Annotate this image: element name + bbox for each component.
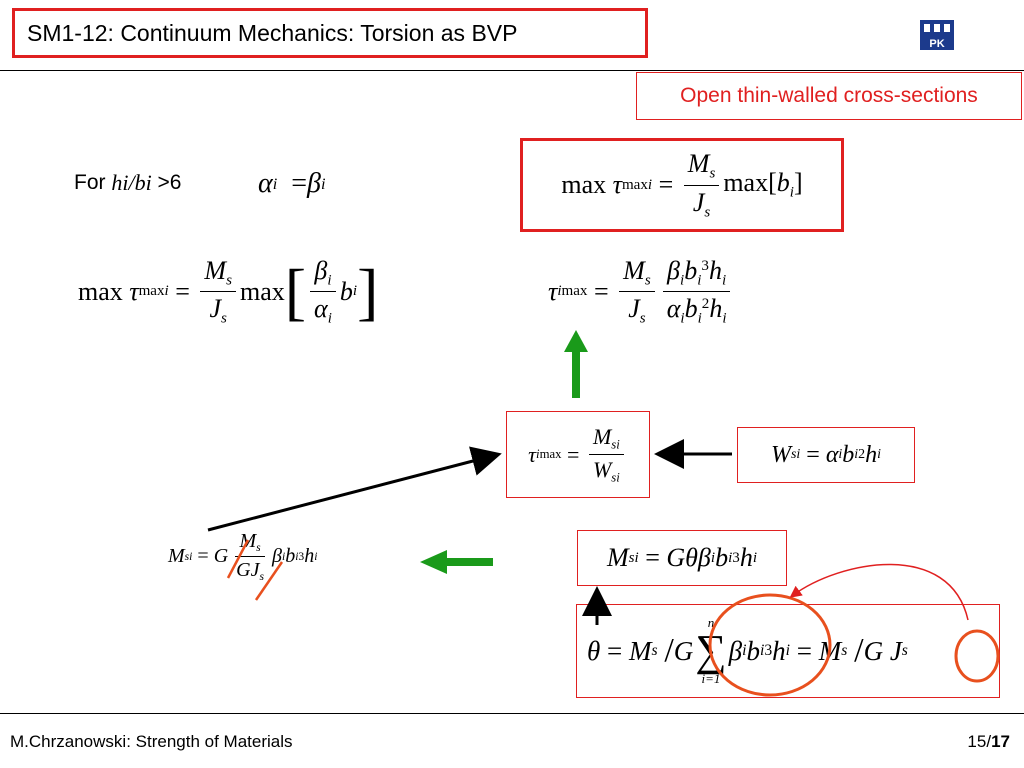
page-total: 17 [991, 732, 1010, 751]
page-current: 15 [967, 732, 987, 751]
black-diagonal-arrow-icon [207, 446, 502, 532]
footer-author: M.Chrzanowski: Strength of Materials [10, 732, 293, 751]
footer-divider [0, 713, 1024, 714]
condition-ratio: hi/bi [111, 170, 152, 195]
logo-text: PK [929, 38, 944, 50]
footer-page-number: 15/17 [967, 732, 1010, 751]
condition-prefix: For [74, 171, 106, 194]
section-subtitle-box: Open thin-walled cross-sections [636, 72, 1022, 120]
condition-rest: >6 [157, 171, 182, 194]
slide-title: SM1-12: Continuum Mechanics: Torsion as … [27, 19, 518, 46]
slide-title-box: SM1-12: Continuum Mechanics: Torsion as … [12, 8, 648, 58]
section-subtitle: Open thin-walled cross-sections [680, 84, 978, 107]
university-logo-icon: PK [920, 20, 954, 50]
green-left-arrow-icon [420, 550, 493, 574]
green-up-arrow-icon [564, 330, 588, 398]
header-divider [0, 70, 1024, 71]
condition-line: For hi/bi >6 [74, 170, 181, 196]
